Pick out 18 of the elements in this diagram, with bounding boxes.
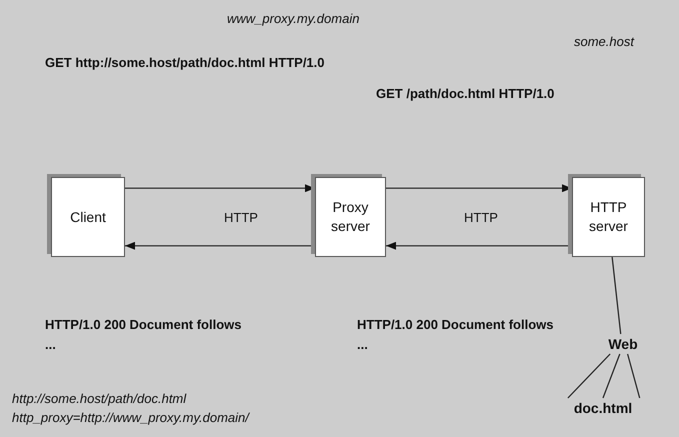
- connector-line: [627, 354, 640, 398]
- host-name: some.host: [574, 33, 634, 51]
- protocol-label: HTTP: [224, 209, 258, 227]
- request-line: GET /path/doc.html HTTP/1.0: [376, 85, 554, 103]
- ellipsis-text: ...: [357, 336, 368, 354]
- node-label: Web: [600, 334, 646, 354]
- response-line: HTTP/1.0 200 Document follows: [357, 316, 554, 334]
- protocol-label: HTTP: [464, 209, 498, 227]
- node-label: doc.html: [564, 398, 642, 418]
- request-line: GET http://some.host/path/doc.html HTTP/1.0: [45, 54, 325, 72]
- proxy-setting-text: http_proxy=http://www_proxy.my.domain/: [12, 409, 249, 427]
- host-name: www_proxy.my.domain: [227, 10, 360, 28]
- connector-line: [602, 354, 620, 398]
- connector-line: [567, 354, 611, 398]
- ellipsis-text: ...: [45, 336, 56, 354]
- url-text: http://some.host/path/doc.html: [12, 390, 186, 408]
- response-line: HTTP/1.0 200 Document follows: [45, 316, 242, 334]
- connector-line: [612, 256, 622, 334]
